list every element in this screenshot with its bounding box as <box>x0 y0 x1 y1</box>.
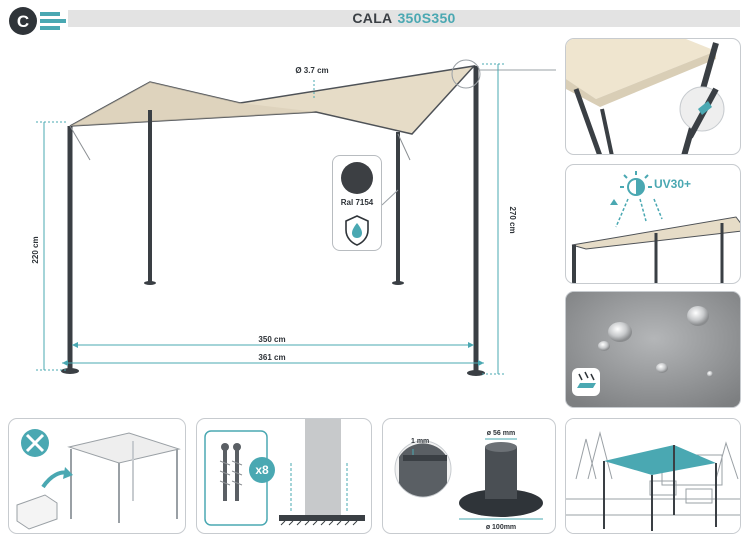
ground-pegs-panel: x8 <box>196 418 372 534</box>
foot-back-right <box>392 281 404 285</box>
garden-scene-image <box>566 419 740 533</box>
assembly-image <box>16 429 181 530</box>
gazebo-dimension-drawing: Ø 3.7 cm 220 cm 270 cm 350 cm 361 cm <box>31 59 556 376</box>
water-resistant-icon <box>572 368 600 396</box>
arrow-head <box>72 342 78 348</box>
garden-scene-panel <box>565 418 741 534</box>
guy-rope <box>397 133 411 161</box>
logo-letter: C <box>17 12 29 31</box>
tools-icon <box>21 429 49 457</box>
color-swatch <box>341 162 373 194</box>
fabric-water-image <box>566 292 740 407</box>
thickness-label: 1 mm <box>411 438 429 445</box>
color-card: Ral 7154 <box>332 155 382 251</box>
arrow-head <box>468 342 474 348</box>
arrow-head <box>62 360 68 366</box>
height-right-label: 270 cm <box>508 206 517 233</box>
arrow-head <box>478 360 484 366</box>
uv-rating-label: UV30+ <box>654 177 692 191</box>
product-model: 350S350 <box>397 10 456 26</box>
base-plate-image: 1 mm ø 56 mm ø 100mm <box>394 430 543 531</box>
brand-logo: C <box>9 7 66 35</box>
water-drop-shield-icon <box>345 215 369 246</box>
sun-icon <box>620 171 652 196</box>
diameter-label: Ø 3.7 cm <box>295 66 328 75</box>
corner-detail-image <box>566 39 725 154</box>
product-name: CALA <box>352 10 393 26</box>
uv-protection-panel: UV30+ <box>565 164 741 284</box>
base-diameter-label: ø 100mm <box>486 524 516 531</box>
guy-rope <box>69 125 91 161</box>
canopy-shadow <box>70 82 316 126</box>
foot-front-left <box>61 368 79 374</box>
height-left-label: 220 cm <box>31 236 40 263</box>
foot-front-right <box>467 370 485 376</box>
foot-back-left <box>144 281 156 285</box>
tube-diameter-label: ø 56 mm <box>487 430 515 437</box>
ground-pegs-image <box>204 419 365 526</box>
water-resistant-panel <box>565 291 741 408</box>
detail-circle <box>451 59 481 89</box>
width-outer-label: 361 cm <box>258 353 285 362</box>
ral-label: Ral 7154 <box>340 198 374 207</box>
width-inner-label: 350 cm <box>258 335 285 344</box>
uv-canopy-image <box>571 171 740 283</box>
peg-count-badge: x8 <box>249 457 275 483</box>
base-plate-panel: 1 mm ø 56 mm ø 100mm <box>382 418 556 534</box>
color-leader-line <box>381 189 399 206</box>
corner-detail-panel <box>565 38 741 155</box>
assembly-panel <box>8 418 186 534</box>
